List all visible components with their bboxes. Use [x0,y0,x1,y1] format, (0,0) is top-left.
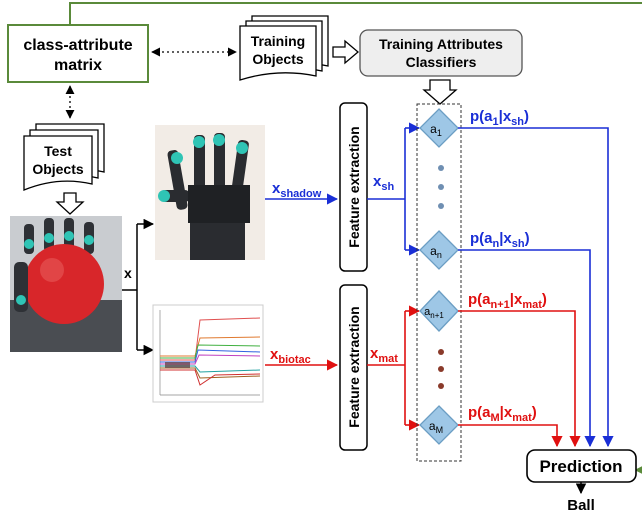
training-objects-line1: Training [251,33,305,49]
aM-output-line [458,424,563,448]
prediction-box: Prediction [526,449,637,483]
x-label: x [124,265,132,281]
an1-output-line [458,310,581,448]
sensor-signal-plot [152,304,264,403]
svg-text:a1: a1 [430,122,442,138]
test-objects-line2: Objects [32,161,84,177]
svg-text:an: an [430,244,442,260]
feature-extraction-box-bottom: Feature extraction [339,284,368,451]
robot-hand-photo [155,125,265,260]
hollow-arrow-right [332,39,360,65]
p-aM-label: p(aM|xmat) [468,404,537,424]
feature-extraction-label-bottom: Feature extraction [346,306,362,427]
class-attribute-matrix-line1: class-attribute [23,37,132,54]
test-objects-stack: Test Objects [23,123,105,191]
ellipsis-dot-blue [438,184,444,190]
feature-extraction-label-top: Feature extraction [346,126,362,247]
ellipsis-dot-red [438,383,444,389]
hollow-arrow-test-down [55,192,85,215]
a1-output-line [458,127,614,448]
training-objects-line2: Objects [252,51,304,67]
x-sh-label: xsh [373,173,394,193]
x-shadow-label: xshadow [272,180,322,200]
p-an-label: p(an|xsh) [470,230,530,250]
x-biotac-label: xbiotac [270,346,311,366]
class-attribute-matrix-box: class-attribute matrix [7,24,149,83]
training-classifiers-box: Training Attributes Classifiers [359,29,523,77]
feature-extraction-box-top: Feature extraction [339,102,368,272]
training-classifiers-line2: Classifiers [406,54,477,70]
hollow-arrow-down [422,79,458,105]
attribute-a1: a1 [419,108,459,148]
test-objects-line1: Test [44,143,72,159]
feedback-line-top [69,2,642,25]
attribute-an1: an+1 [419,290,459,332]
attribute-column [416,103,462,462]
ellipsis-dot-red [438,366,444,372]
p-an1-label: p(an+1|xmat) [468,291,547,311]
ellipsis-dot-blue [438,165,444,171]
svg-text:an+1: an+1 [424,306,444,320]
class-attribute-matrix-line2: matrix [54,57,102,74]
ellipsis-dot-red [438,349,444,355]
training-classifiers-line1: Training Attributes [379,36,503,52]
p-a1-label: p(a1|xsh) [470,108,529,128]
svg-text:aM: aM [429,419,443,435]
training-objects-stack: Training Objects [239,15,329,81]
attribute-aM: aM [419,405,459,445]
attribute-an: an [419,230,459,270]
ellipsis-dot-blue [438,203,444,209]
robot-hand-holding-ball-photo [10,216,122,352]
an-output-line [458,249,596,448]
prediction-label: Prediction [539,457,622,476]
x-mat-label: xmat [370,345,398,365]
output-label: Ball [567,497,595,514]
